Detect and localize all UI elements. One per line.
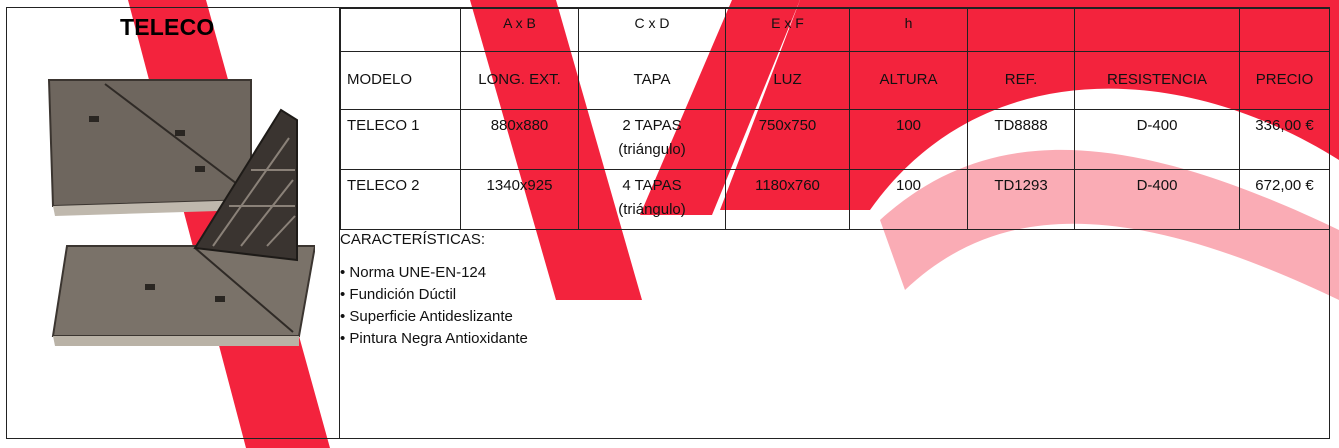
dim-cell xyxy=(1239,8,1330,52)
dim-cell xyxy=(340,8,461,52)
product-frame: TELECO xyxy=(6,7,1330,439)
modelo-cell: TELECO 2 xyxy=(340,169,461,230)
table-row: TELECO 2 1340x925 4 TAPAS (triángulo) 11… xyxy=(340,169,1330,230)
altura-cell: 100 xyxy=(849,109,968,170)
tapa-count: 2 TAPAS xyxy=(622,117,682,134)
list-item: • Pintura Negra Antioxidante xyxy=(340,330,528,347)
manhole-cover-product-photo xyxy=(47,79,315,346)
long-ext-cell: 880x880 xyxy=(460,109,579,170)
tapa-cell: 4 TAPAS (triángulo) xyxy=(578,169,726,230)
resistencia-cell: D-400 xyxy=(1074,169,1240,230)
dim-cell: h xyxy=(849,8,968,52)
header-cell: LUZ xyxy=(725,51,850,110)
dim-cell: C x D xyxy=(578,8,726,52)
product-table: A x B C x D E x F h MODELO LONG. EXT. TA… xyxy=(340,8,1330,230)
features-list: • Norma UNE-EN-124 • Fundición Dúctil • … xyxy=(340,262,1320,350)
header-cell: MODELO xyxy=(340,51,461,110)
header-cell: ALTURA xyxy=(849,51,968,110)
dimension-row: A x B C x D E x F h xyxy=(340,8,1330,52)
header-row: MODELO LONG. EXT. TAPA LUZ ALTURA REF. R… xyxy=(340,51,1330,110)
table-row: TELECO 1 880x880 2 TAPAS (triángulo) 750… xyxy=(340,109,1330,170)
luz-cell: 750x750 xyxy=(725,109,850,170)
precio-cell: 672,00 € xyxy=(1239,169,1330,230)
list-item: • Norma UNE-EN-124 xyxy=(340,264,487,281)
header-cell: REF. xyxy=(967,51,1075,110)
header-cell: TAPA xyxy=(578,51,726,110)
list-item: • Superficie Antideslizante xyxy=(340,308,513,325)
brand-title: TELECO xyxy=(120,14,215,40)
long-ext-cell: 1340x925 xyxy=(460,169,579,230)
tapa-shape: (triángulo) xyxy=(618,201,686,218)
resistencia-cell: D-400 xyxy=(1074,109,1240,170)
luz-cell: 1180x760 xyxy=(725,169,850,230)
tapa-shape: (triángulo) xyxy=(618,141,686,158)
tapa-cell: 2 TAPAS (triángulo) xyxy=(578,109,726,170)
dim-cell: E x F xyxy=(725,8,850,52)
tapa-count: 4 TAPAS xyxy=(622,177,682,194)
header-cell: PRECIO xyxy=(1239,51,1330,110)
list-item: • Fundición Dúctil xyxy=(340,286,457,303)
dim-cell xyxy=(967,8,1075,52)
altura-cell: 100 xyxy=(849,169,968,230)
dim-cell xyxy=(1074,8,1240,52)
ref-cell: TD1293 xyxy=(967,169,1075,230)
header-cell: RESISTENCIA xyxy=(1074,51,1240,110)
dim-cell: A x B xyxy=(460,8,579,52)
header-cell: LONG. EXT. xyxy=(460,51,579,110)
features-title: CARACTERÍSTICAS: xyxy=(340,231,486,248)
features-section: CARACTERÍSTICAS: • Norma UNE-EN-124 • Fu… xyxy=(340,229,1320,350)
product-image-column: TELECO xyxy=(7,8,340,438)
modelo-cell: TELECO 1 xyxy=(340,109,461,170)
ref-cell: TD8888 xyxy=(967,109,1075,170)
precio-cell: 336,00 € xyxy=(1239,109,1330,170)
